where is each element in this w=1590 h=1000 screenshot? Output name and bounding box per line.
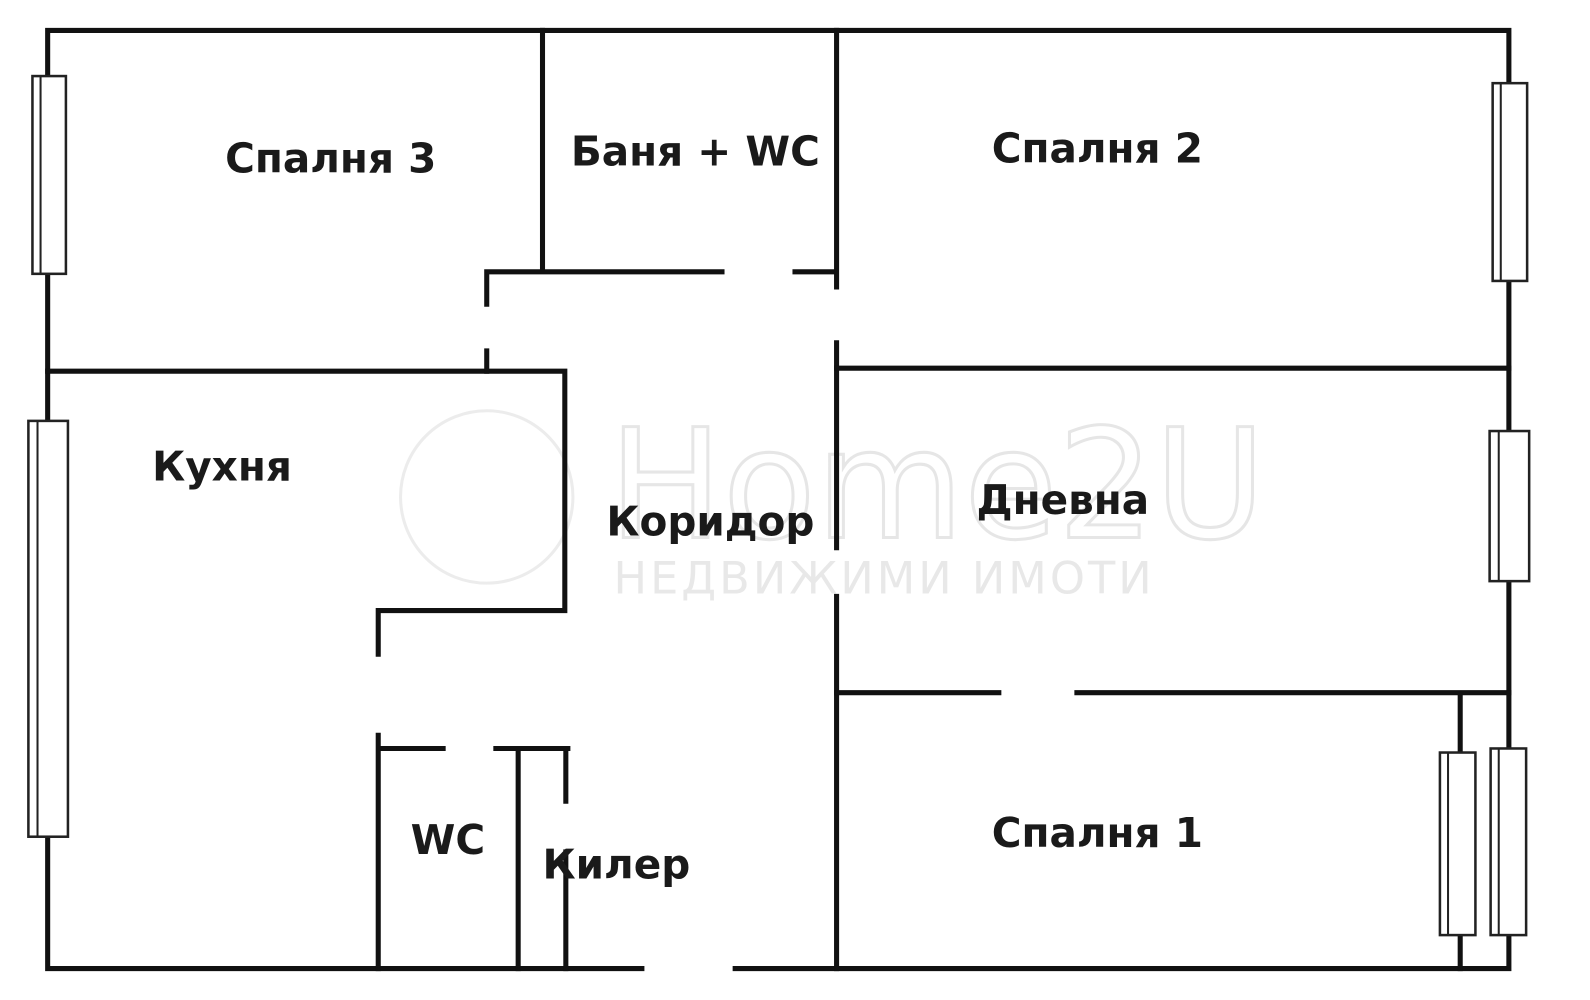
- wall-wc: [375, 732, 571, 972]
- label-bedroom1: Спалня 1: [992, 809, 1203, 857]
- window-bedroom1-b: [1489, 747, 1528, 937]
- watermark: Home2U НЕДВИЖИМИ ИМОТИ: [399, 395, 1267, 604]
- window-bedroom3: [31, 74, 68, 276]
- label-pantry: Килер: [543, 840, 691, 888]
- wall-bedroom3-kitchen: [45, 368, 568, 657]
- label-kitchen: Кухня: [152, 443, 292, 491]
- label-wc: WC: [411, 816, 485, 864]
- label-corridor: Коридор: [606, 497, 814, 545]
- label-living: Дневна: [977, 476, 1150, 524]
- window-living: [1488, 429, 1531, 583]
- label-bath: Баня + WC: [571, 127, 820, 175]
- label-bedroom2: Спалня 2: [992, 124, 1203, 172]
- label-bedroom3: Спалня 3: [225, 134, 436, 182]
- wall-bath: [484, 27, 838, 374]
- window-bedroom1-a: [1438, 751, 1477, 937]
- room-labels: Спалня 3 Баня + WC Спалня 2 Кухня Коридо…: [152, 124, 1203, 888]
- windows: [27, 74, 1531, 937]
- walls: [45, 27, 1512, 972]
- window-bedroom2: [1491, 81, 1529, 283]
- watermark-brand: Home2U: [608, 397, 1265, 574]
- window-kitchen: [27, 419, 70, 838]
- watermark-tagline: НЕДВИЖИМИ ИМОТИ: [613, 552, 1154, 604]
- watermark-logo-icon: [399, 409, 575, 585]
